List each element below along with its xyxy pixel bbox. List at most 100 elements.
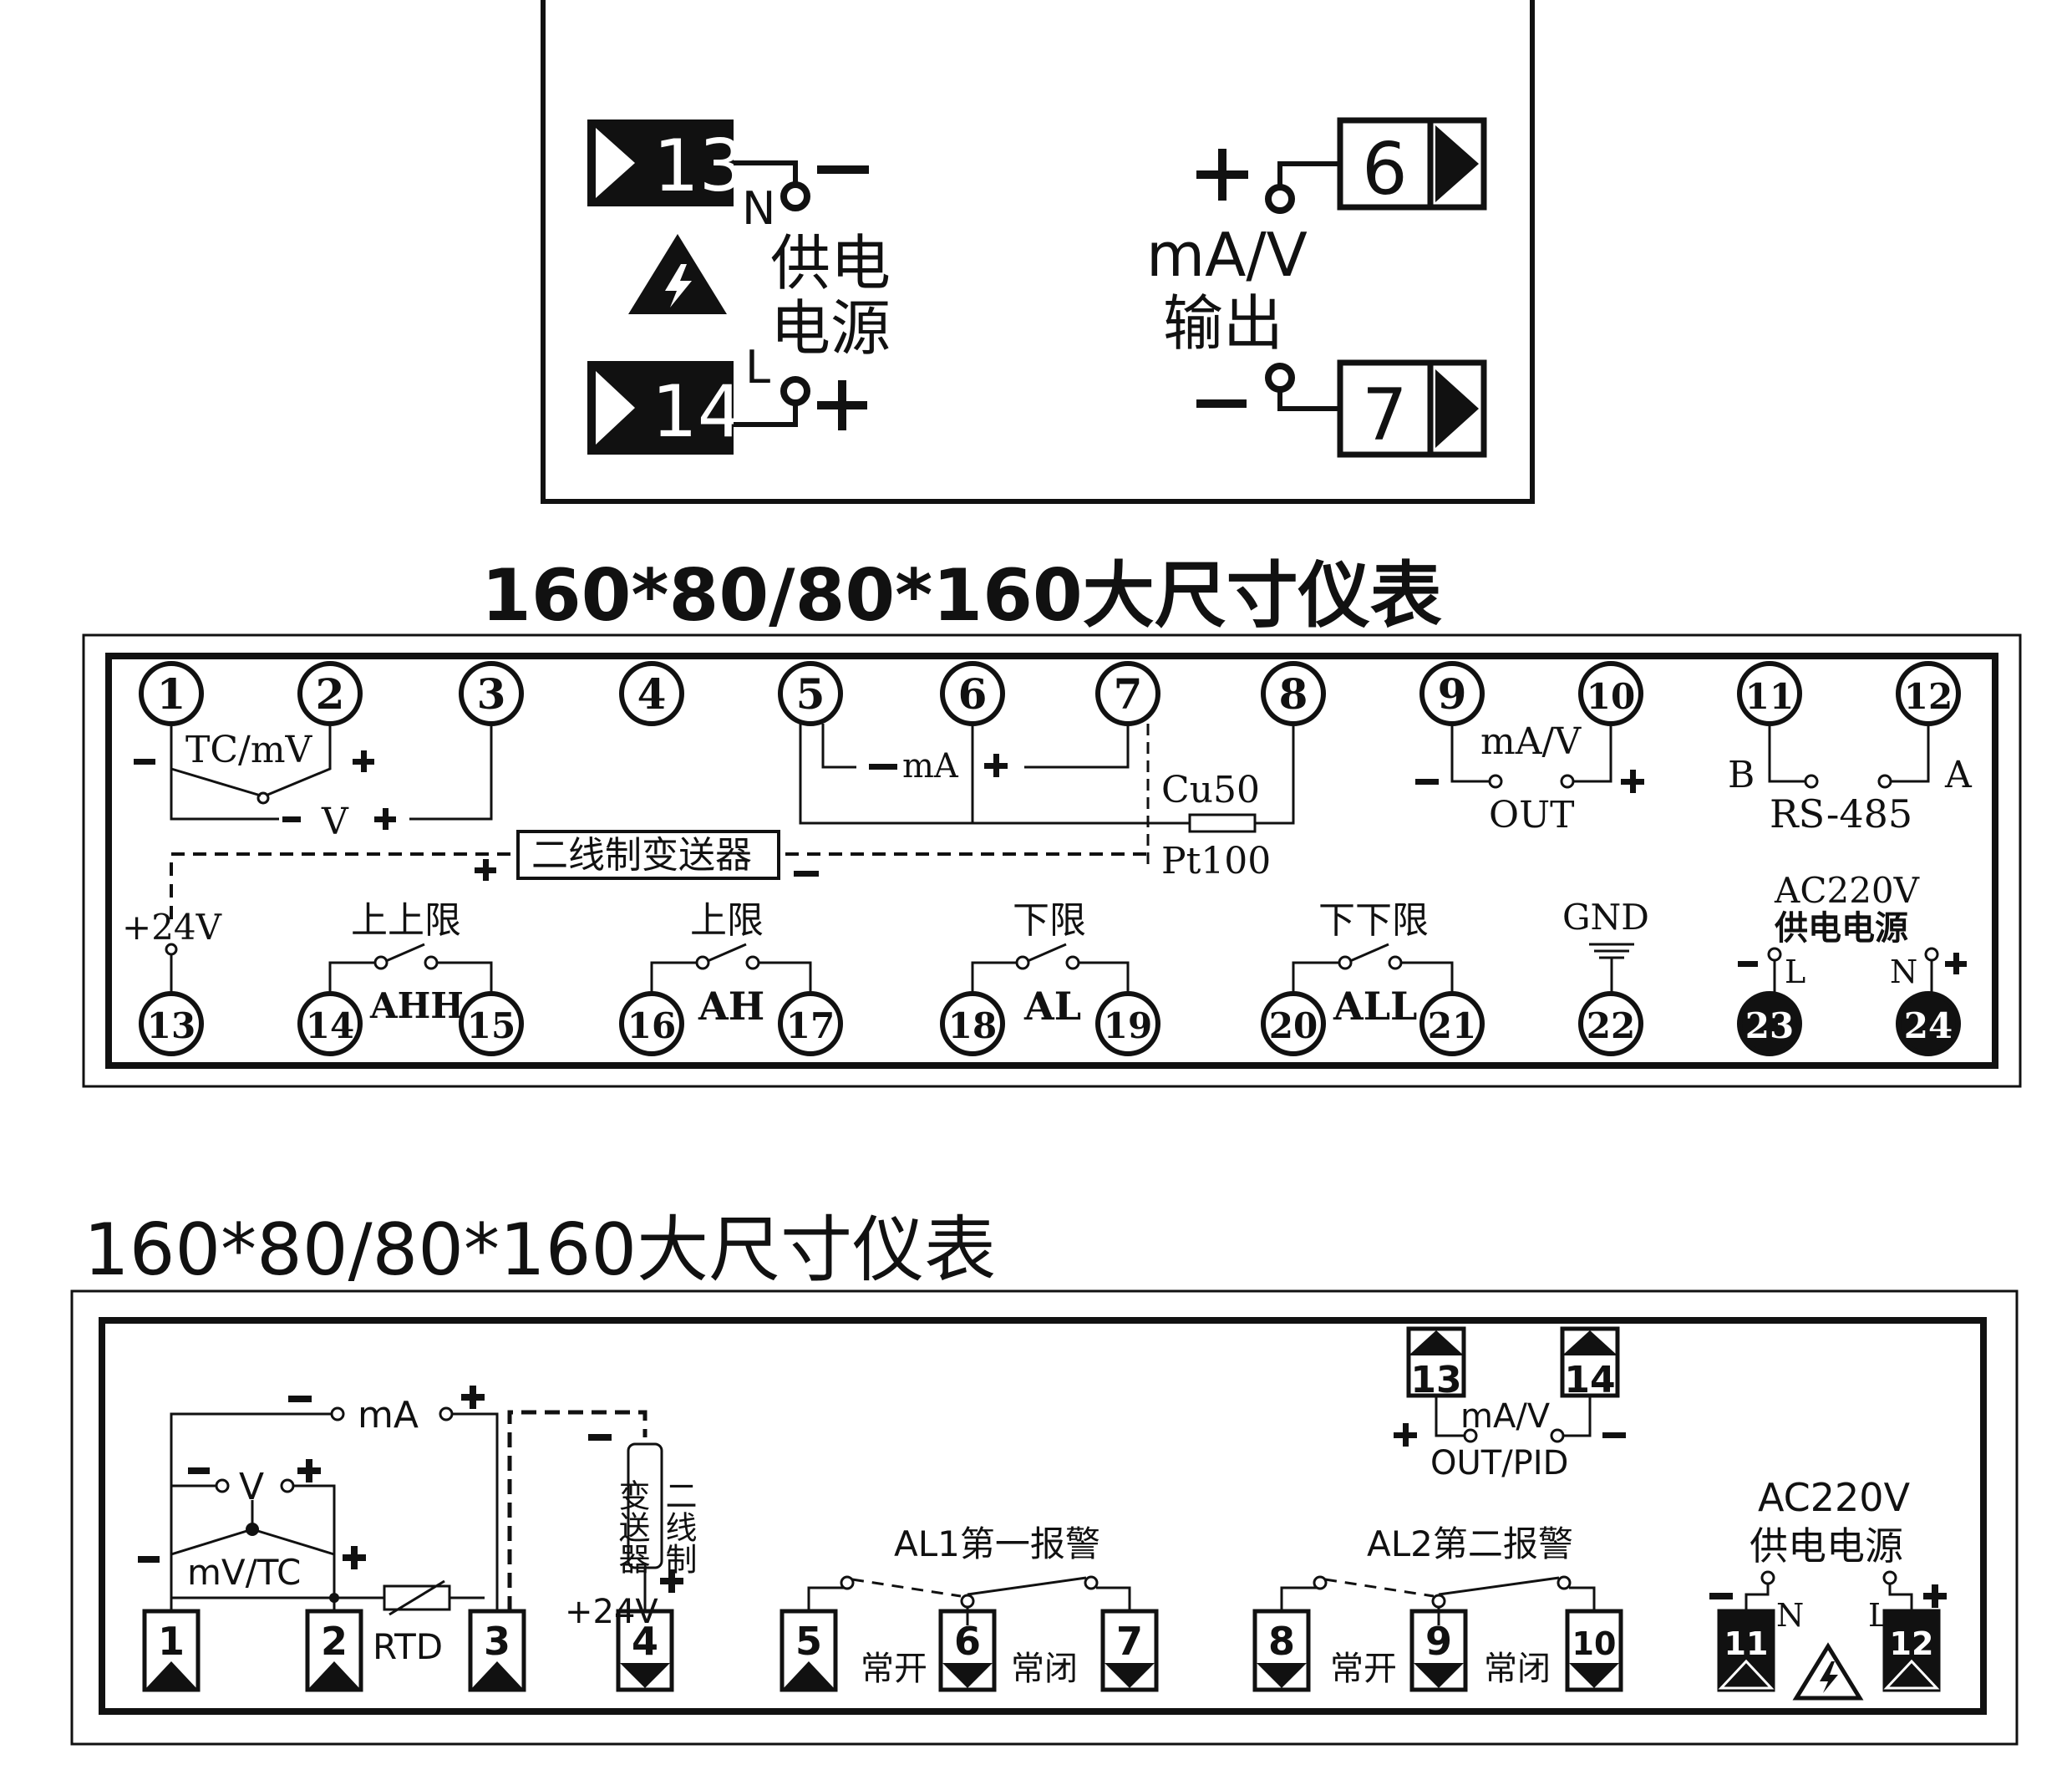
plus-sign-out [1196, 149, 1248, 201]
svg-text:下限: 下限 [1013, 899, 1086, 942]
terminal-circle-2: 2 [297, 661, 363, 726]
terminal-13-s2: 13 [1406, 1326, 1466, 1401]
terminal-circle-21: 21 [1419, 991, 1485, 1056]
svg-text:AL1第一报警: AL1第一报警 [894, 1523, 1100, 1564]
panel-top: 13 N 供电 电源 14 L 6 [541, 0, 1535, 504]
terminal-box-1: 1 [142, 1609, 201, 1692]
tc-mv-wiring: TC/mV V [134, 724, 493, 843]
svg-text:AC220V: AC220V [1774, 870, 1920, 911]
terminal-box-7: 7 [1100, 1609, 1159, 1692]
svg-text:mV/TC: mV/TC [187, 1552, 301, 1593]
svg-text:14: 14 [306, 1005, 354, 1046]
terminal-6-top: 6 [1337, 117, 1487, 211]
terminal-circle-12: 12 [1896, 661, 1961, 726]
svg-text:AHH: AHH [369, 985, 464, 1026]
ma-rtd-wiring: mA Cu50 Pt100 [799, 724, 1295, 882]
terminal-box-3: 3 [468, 1609, 526, 1692]
n-label: N [742, 182, 775, 235]
terminal-14-s2: 14 [1560, 1326, 1620, 1401]
terminal-box-5: 5 [780, 1609, 838, 1692]
svg-text:L: L [1785, 954, 1805, 990]
svg-text:11: 11 [1745, 676, 1794, 717]
svg-text:9: 9 [1438, 669, 1467, 719]
terminal-circle-18: 18 [940, 991, 1005, 1056]
terminal-circle-1: 1 [139, 661, 204, 726]
svg-text:5: 5 [796, 669, 825, 719]
svg-text:19: 19 [1104, 1005, 1152, 1046]
alarm-al1-s2: AL1第一报警 常开 常闭 [807, 1523, 1131, 1688]
svg-text:10: 10 [1587, 676, 1635, 717]
terminal-circle-20: 20 [1261, 991, 1326, 1056]
alarm-ahh: 上上限 AHH [328, 899, 493, 1026]
terminal-circle-10: 10 [1578, 661, 1643, 726]
gnd-s1: GND [1562, 897, 1649, 994]
svg-text:12: 12 [1904, 676, 1953, 717]
terminal-box-11: 11 [1717, 1609, 1775, 1692]
cu50-label: Cu50 [1161, 769, 1260, 811]
svg-text:6: 6 [1362, 128, 1408, 211]
svg-text:GND: GND [1562, 897, 1649, 938]
svg-text:5: 5 [795, 1619, 822, 1664]
v-label: V [321, 801, 349, 843]
terminal-circle-15: 15 [459, 991, 524, 1056]
alarm-ah: 上限 AH [650, 899, 812, 1029]
svg-text:16: 16 [627, 1005, 676, 1046]
power-label-2: 电源 [770, 293, 891, 364]
svg-text:21: 21 [1428, 1005, 1476, 1046]
svg-text:2: 2 [316, 669, 345, 719]
ma-label: mA [902, 747, 959, 786]
svg-text:OUT: OUT [1489, 794, 1575, 837]
high-voltage-icon [1792, 1642, 1864, 1701]
transmitter-wiring: 二线制变送器 +24V [122, 830, 1148, 994]
transmitter-s2: 变送器 二线制 +24V [507, 1410, 697, 1631]
svg-text:23: 23 [1745, 1005, 1794, 1046]
svg-text:3: 3 [484, 1619, 510, 1664]
alarm-al2-s2: AL2第二报警 常开 常闭 [1280, 1523, 1596, 1688]
svg-text:下下限: 下下限 [1318, 899, 1429, 942]
terminal-7-top: 7 [1337, 359, 1487, 458]
section2-title: 160*80/80*160大尺寸仪表 [84, 1208, 996, 1292]
svg-text:N: N [1890, 954, 1917, 990]
alarm-al: 下限 AL [971, 899, 1130, 1029]
terminal-circle-7: 7 [1095, 661, 1160, 726]
section1-title: 160*80/80*160大尺寸仪表 [481, 554, 1442, 638]
output-label-2: 输出 [1163, 288, 1283, 359]
terminal-circle-11: 11 [1737, 661, 1802, 726]
svg-text:10: 10 [1572, 1625, 1617, 1662]
svg-text:8: 8 [1279, 669, 1308, 719]
svg-text:+24V: +24V [565, 1593, 658, 1631]
terminal-circle-6: 6 [940, 661, 1005, 726]
svg-text:ALL: ALL [1333, 984, 1417, 1029]
svg-text:常闭: 常闭 [1011, 1650, 1078, 1688]
terminal-circle-19: 19 [1095, 991, 1160, 1056]
pt100-label: Pt100 [1161, 840, 1271, 882]
minus-sign-out [1196, 399, 1247, 408]
terminal-circle-14: 14 [297, 991, 363, 1056]
svg-text:RS-485: RS-485 [1770, 791, 1912, 837]
terminal-13-top: 13 [587, 120, 744, 208]
svg-text:AL2第二报警: AL2第二报警 [1367, 1523, 1573, 1564]
terminal-box-12: 12 [1882, 1609, 1941, 1692]
svg-text:22: 22 [1587, 1005, 1635, 1046]
svg-text:mA: mA [358, 1394, 419, 1437]
svg-text:L: L [1868, 1597, 1889, 1634]
svg-text:20: 20 [1269, 1005, 1318, 1046]
terminal-circle-4: 4 [619, 661, 684, 726]
svg-text:24: 24 [1904, 1005, 1953, 1046]
svg-text:4: 4 [632, 1619, 658, 1664]
svg-text:15: 15 [467, 1005, 515, 1046]
svg-text:14: 14 [652, 370, 743, 454]
terminal-circle-3: 3 [459, 661, 524, 726]
svg-text:常开: 常开 [1330, 1650, 1397, 1688]
terminal-circle-22: 22 [1578, 991, 1643, 1056]
svg-text:AL: AL [1023, 984, 1081, 1029]
plus-sign [817, 380, 867, 430]
terminal-circle-17: 17 [778, 991, 843, 1056]
terminal-circle-23: 23 [1737, 991, 1802, 1056]
svg-text:14: 14 [1564, 1359, 1615, 1401]
svg-text:上限: 上限 [690, 899, 764, 942]
tc-mv-label: TC/mV [185, 729, 313, 771]
